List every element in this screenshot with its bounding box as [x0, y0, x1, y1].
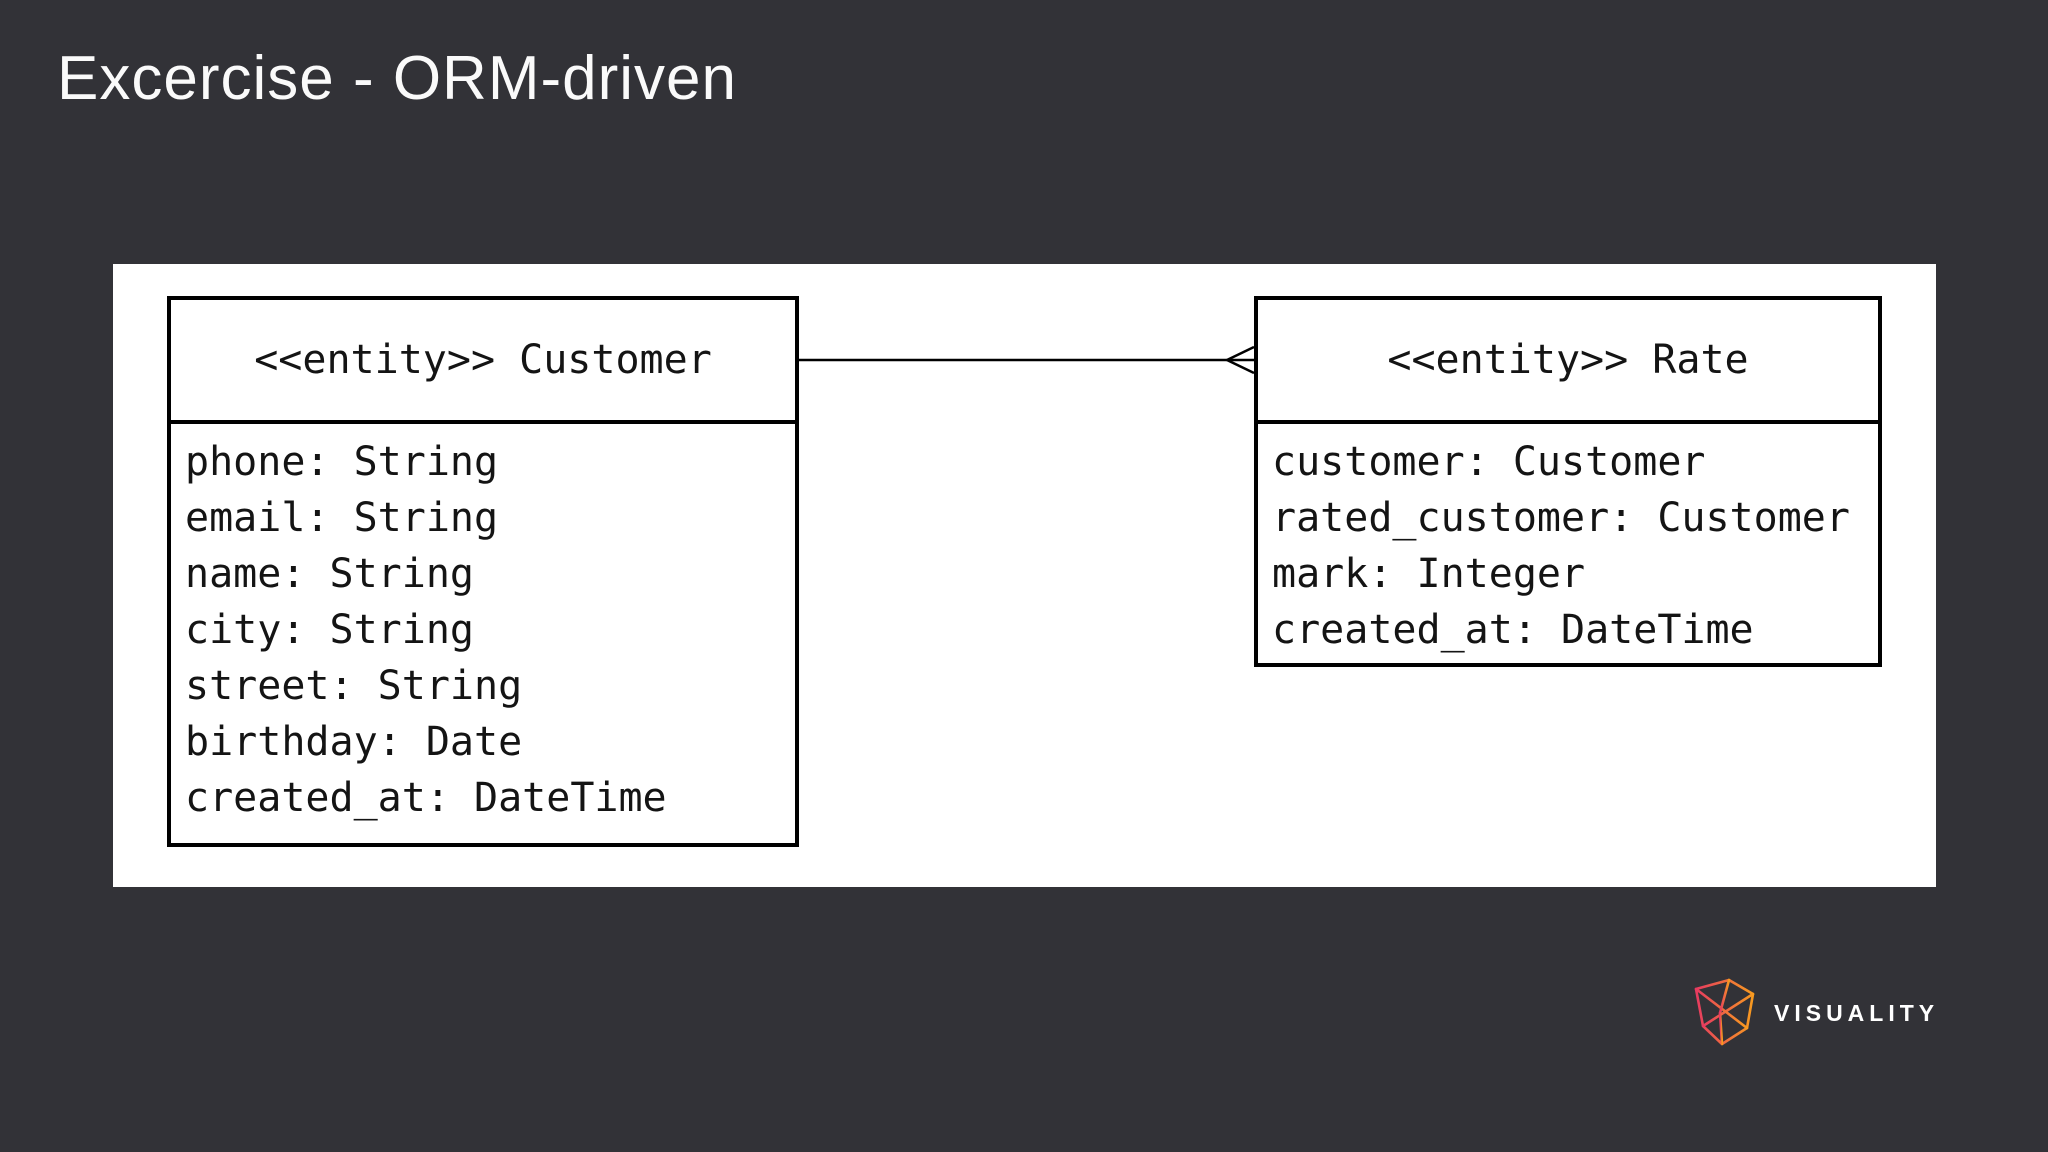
- entity-rate-header: <<entity>> Rate: [1258, 300, 1878, 424]
- visuality-logo-text: VISUALITY: [1774, 999, 1940, 1026]
- entity-customer: <<entity>> Customer phone: String email: …: [167, 296, 799, 847]
- entity-rate: <<entity>> Rate customer: Customer rated_…: [1254, 296, 1882, 667]
- visuality-logo: VISUALITY: [1690, 976, 1939, 1046]
- entity-attribute: customer: Customer: [1272, 439, 1706, 485]
- entity-attribute: rated_customer: Customer: [1272, 495, 1850, 541]
- entity-customer-attributes: phone: String email: String name: String ci…: [171, 424, 795, 836]
- diagram-canvas: <<entity>> Customer phone: String email: …: [113, 264, 1936, 887]
- visuality-logo-mark-icon: [1694, 978, 1755, 1046]
- entity-attribute: city: String: [185, 607, 474, 653]
- entity-customer-header: <<entity>> Customer: [171, 300, 795, 424]
- entity-attribute: phone: String: [185, 439, 499, 485]
- entity-attribute: email: String: [185, 495, 499, 541]
- entity-attribute: created_at: DateTime: [1272, 607, 1754, 653]
- entity-attribute: birthday: Date: [185, 719, 523, 765]
- entity-attribute: mark: Integer: [1272, 551, 1586, 597]
- entity-attribute: name: String: [185, 551, 474, 597]
- crow-foot-many-icon: [799, 345, 1255, 375]
- entity-rate-attributes: customer: Customer rated_customer: Custom…: [1258, 424, 1878, 668]
- entity-attribute: created_at: DateTime: [185, 775, 667, 821]
- entity-attribute: street: String: [185, 663, 523, 709]
- slide-title: Excercise - ORM-driven: [57, 44, 737, 113]
